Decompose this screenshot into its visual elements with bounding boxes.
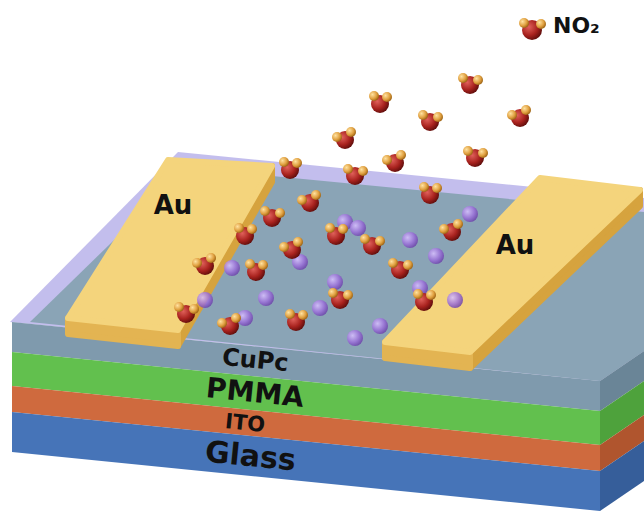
- layer-band: ITO: [224, 409, 266, 437]
- au-electrode: [385, 178, 640, 368]
- molecule-atom: [224, 260, 240, 276]
- molecule-atom: [473, 75, 483, 85]
- molecule-atom: [247, 224, 257, 234]
- molecule-atom: [258, 260, 268, 270]
- molecule-atom: [433, 112, 443, 122]
- molecule-atom: [372, 318, 388, 334]
- molecule-atom: [419, 182, 429, 192]
- electrode-label: Au: [154, 191, 193, 221]
- molecule-atom: [413, 289, 423, 299]
- molecule-atom: [382, 155, 392, 165]
- molecule-atom: [462, 206, 478, 222]
- node-text: Au: [496, 231, 535, 261]
- molecule-atom: [206, 253, 216, 263]
- molecule-atom: [298, 310, 308, 320]
- molecule-atom: [327, 274, 343, 290]
- molecules: [174, 73, 531, 346]
- molecule-atom: [432, 183, 442, 193]
- molecule-atom: [521, 105, 531, 115]
- node-text: Au: [154, 191, 193, 221]
- molecule-atom: [293, 237, 303, 247]
- molecule-atom: [279, 157, 289, 167]
- molecule-atom: [260, 206, 270, 216]
- molecule-atom: [285, 309, 295, 319]
- molecule-atom: [311, 190, 321, 200]
- molecule-atom: [217, 318, 227, 328]
- no2-icon: [519, 18, 546, 40]
- molecule-atom: [382, 92, 392, 102]
- molecule-atom: [231, 313, 241, 323]
- au-electrode: [68, 160, 272, 346]
- molecule-atom: [375, 236, 385, 246]
- molecule-atom: [258, 290, 274, 306]
- molecule-atom: [447, 292, 463, 308]
- molecule-atom: [343, 164, 353, 174]
- molecule-atom: [402, 232, 418, 248]
- molecule-atom: [478, 148, 488, 158]
- molecule-atom: [439, 224, 449, 234]
- molecule-atom: [428, 248, 444, 264]
- molecule-atom: [174, 302, 184, 312]
- electrode-label: Au: [496, 231, 535, 261]
- molecule-atom: [245, 259, 255, 269]
- molecule-atom: [234, 223, 244, 233]
- molecule-atom: [358, 166, 368, 176]
- molecule-atom: [507, 110, 517, 120]
- molecule-atom: [396, 150, 406, 160]
- molecule-atom: [325, 223, 335, 233]
- node-text: ITO: [224, 409, 266, 437]
- molecule-atom: [388, 258, 398, 268]
- molecule-atom: [338, 224, 348, 234]
- molecule-atom: [369, 91, 379, 101]
- molecule-atom: [458, 73, 468, 83]
- molecule-atom: [332, 132, 342, 142]
- molecule-atom: [197, 292, 213, 308]
- molecule-atom: [346, 127, 356, 137]
- glass-side: [600, 441, 644, 511]
- molecule-atom: [343, 290, 353, 300]
- molecule-atom: [360, 234, 370, 244]
- molecule-atom: [463, 146, 473, 156]
- molecule-atom: [453, 219, 463, 229]
- molecule-atom: [279, 242, 289, 252]
- legend: NO₂: [553, 13, 600, 38]
- molecule-atom: [403, 260, 413, 270]
- molecule-atom: [192, 258, 202, 268]
- molecule-atom: [328, 288, 338, 298]
- molecule-atom: [426, 290, 436, 300]
- molecule-atom: [418, 110, 428, 120]
- glass-band: [12, 412, 600, 511]
- legend-text: NO₂: [553, 13, 600, 38]
- molecule-atom: [347, 330, 363, 346]
- molecule-atom: [350, 220, 366, 236]
- molecule-atom: [297, 195, 307, 205]
- molecule-atom: [189, 304, 199, 314]
- molecule-atom: [292, 158, 302, 168]
- molecule-atom: [312, 300, 328, 316]
- molecule-atom: [275, 208, 285, 218]
